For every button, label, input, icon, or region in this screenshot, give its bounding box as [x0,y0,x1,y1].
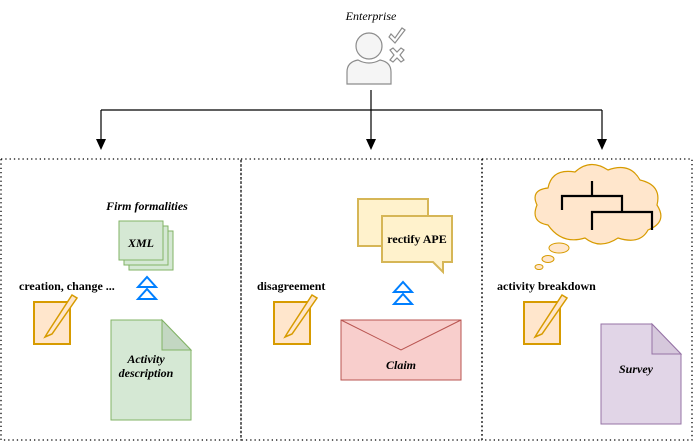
document-icon [110,318,193,421]
user-icon [346,32,392,85]
transform-arrow-icon [391,280,415,305]
trigger-label-breakdown: activity breakdown [497,279,596,293]
edit-pencil-icon [273,293,319,345]
survey-label: Survey [619,362,653,376]
transform-arrow-icon [135,275,159,300]
firm-formalities-caption: Firm formalities [106,199,188,213]
edit-pencil-icon [33,293,79,345]
arrow-down-icon [96,139,106,150]
hierarchy-connector [100,90,603,140]
stacked-pages-icon [118,220,174,271]
root-label: Enterprise [345,9,397,23]
xml-label: XML [127,236,155,250]
trigger-label-creation: creation, change ... [19,279,115,293]
arrowheads [96,139,607,150]
envelope-icon [340,319,462,381]
column-formalities [0,158,242,441]
claim-label: Claim [385,358,417,372]
arrow-down-icon [366,139,376,150]
column-disagreement [240,158,483,441]
check-icon [388,27,406,44]
document-icon [600,322,683,425]
arrow-down-icon [597,139,607,150]
rectify-ape-label: rectify APE [387,232,447,246]
thought-cloud-tree-icon [534,163,662,270]
activity-description-label-line1: Activity [127,352,165,366]
activity-description-label-line2: description [118,366,174,380]
cross-icon [389,47,405,63]
edit-pencil-icon [523,293,569,345]
trigger-label-disagreement: disagreement [257,279,326,293]
speech-bubbles-icon [357,198,453,275]
